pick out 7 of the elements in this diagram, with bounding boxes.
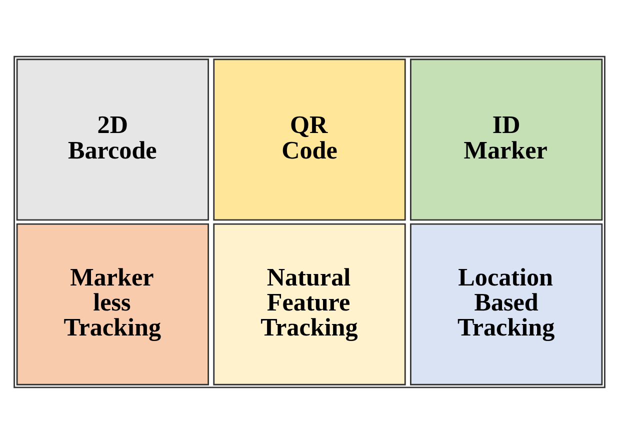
node-box: Location Based Tracking	[410, 223, 603, 386]
node-box: Natural Feature Tracking	[213, 223, 406, 386]
node-box: 2D Barcode	[16, 58, 209, 221]
node-box: ID Marker	[410, 58, 603, 221]
node-box: Marker less Tracking	[16, 223, 209, 386]
cluster	[14, 56, 606, 388]
node-box: QR Code	[213, 58, 406, 221]
